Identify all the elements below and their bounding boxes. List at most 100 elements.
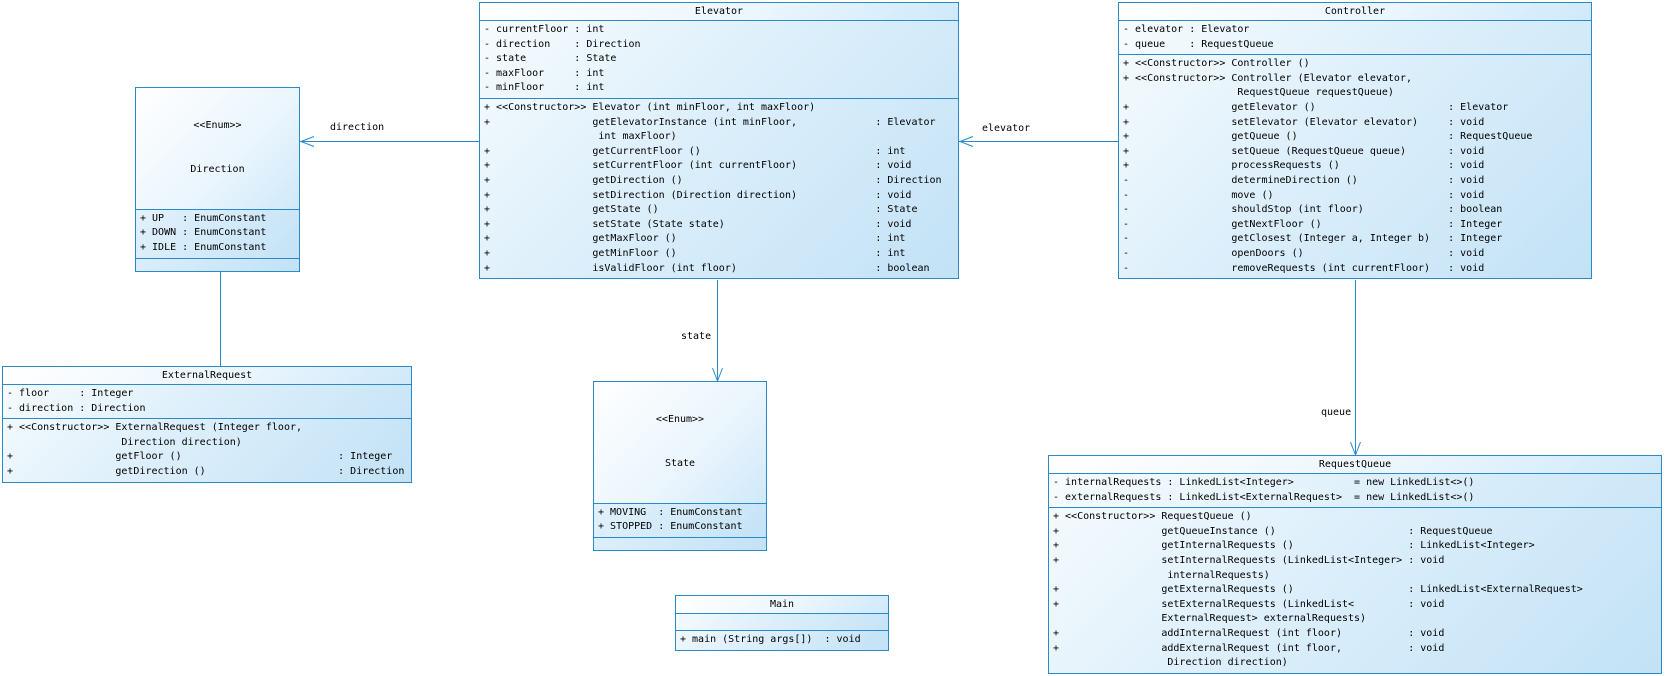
methods-section-empty <box>136 257 299 271</box>
attribute-line: - direction : Direction <box>7 402 146 414</box>
class-title: Elevator <box>480 3 958 21</box>
method-line: + getQueueInstance () : RequestQueue <box>1053 525 1493 537</box>
method-line: ExternalRequest> externalRequests) <box>1053 613 1367 625</box>
attribute-line: - direction : Direction <box>484 38 641 50</box>
method-line: + getMinFloor () : int <box>484 247 906 259</box>
method-line: + getElevator () : Elevator <box>1123 101 1509 113</box>
enum-box-direction[interactable]: <<Enum>> Direction + UP : EnumConstant+ … <box>135 87 300 272</box>
method-line: + <<Constructor>> Elevator (int minFloor… <box>484 101 816 113</box>
method-line: + <<Constructor>> Controller () <box>1123 58 1310 70</box>
attribute-line: - floor : Integer <box>7 388 134 399</box>
attribute-line: + UP : EnumConstant <box>140 212 267 224</box>
class-box-request-queue[interactable]: RequestQueue - internalRequests : Linked… <box>1048 455 1662 674</box>
assoc-label-state: state <box>681 331 712 342</box>
attribute-line: - currentFloor : int <box>484 24 605 35</box>
method-line: int maxFloor) <box>484 131 677 143</box>
class-title: <<Enum>> State <box>594 382 766 504</box>
class-box-controller[interactable]: Controller - elevator : Elevator - queue … <box>1118 2 1592 280</box>
attribute-line: + MOVING : EnumConstant <box>598 506 743 518</box>
method-line: - shouldStop (int floor) : boolean <box>1123 204 1503 216</box>
class-stereotype: <<Enum>> <box>193 120 242 132</box>
assoc-label-elevator: elevator <box>982 123 1031 134</box>
method-line: + getElevatorInstance (int minFloor, : E… <box>484 116 936 128</box>
class-title: <<Enum>> Direction <box>136 88 299 210</box>
methods-section: + <<Constructor>> Elevator (int minFloor… <box>480 97 958 278</box>
attribute-line: + DOWN : EnumConstant <box>140 227 267 239</box>
open-arrowhead-icon <box>299 136 315 147</box>
attribute-line: - externalRequests : LinkedList<External… <box>1053 491 1475 503</box>
enum-box-state[interactable]: <<Enum>> State + MOVING : EnumConstant+ … <box>593 381 767 551</box>
methods-section: + <<Constructor>> RequestQueue () + getQu… <box>1049 507 1661 673</box>
attribute-line: - internalRequests : LinkedList<Integer>… <box>1053 477 1475 488</box>
assoc-label-queue: queue <box>1321 407 1352 418</box>
class-title-text: Direction <box>190 163 245 175</box>
attributes-section: + UP : EnumConstant + DOWN : EnumConstant… <box>136 210 299 258</box>
method-line: + getQueue () : RequestQueue <box>1123 131 1533 143</box>
assoc-label-direction: direction <box>330 122 385 133</box>
class-box-external-request[interactable]: ExternalRequest - floor : Integer - direc… <box>2 366 412 483</box>
method-line: + setExternalRequests (LinkedList< : voi… <box>1053 598 1445 610</box>
class-stereotype: <<Enum>> <box>655 414 705 426</box>
attribute-line: + IDLE : EnumConstant <box>140 241 267 253</box>
method-line: + getFloor () : Integer <box>7 451 393 463</box>
method-line: + <<Constructor>> RequestQueue () <box>1053 511 1252 523</box>
class-title: ExternalRequest <box>3 367 411 385</box>
class-title-text: State <box>664 457 696 469</box>
method-line: + setDirection (Direction direction) : v… <box>484 189 912 201</box>
method-line: + <<Constructor>> ExternalRequest (Integ… <box>7 422 303 434</box>
attribute-line: - elevator : Elevator <box>1123 24 1250 35</box>
method-line: internalRequests) <box>1053 569 1270 581</box>
class-title: RequestQueue <box>1049 456 1661 474</box>
method-line: + addInternalRequest (int floor) : void <box>1053 627 1445 639</box>
attribute-line: + STOPPED : EnumConstant <box>598 521 743 533</box>
method-line: + processRequests () : void <box>1123 160 1485 172</box>
attributes-section: - elevator : Elevator - queue : RequestQu… <box>1119 21 1591 54</box>
open-arrowhead-icon <box>958 136 974 147</box>
method-line: + getDirection () : Direction <box>7 465 405 477</box>
method-line: - move () : void <box>1123 189 1485 201</box>
method-line: - removeRequests (int currentFloor) : vo… <box>1123 262 1485 274</box>
method-line: + getMaxFloor () : int <box>484 233 906 245</box>
methods-section: + <<Constructor>> Controller () + <<Const… <box>1119 54 1591 278</box>
attribute-line: - queue : RequestQueue <box>1123 38 1274 50</box>
attributes-section: + MOVING : EnumConstant + STOPPED : EnumC… <box>594 504 766 537</box>
method-line: + getCurrentFloor () : int <box>484 145 906 157</box>
attributes-section: - internalRequests : LinkedList<Integer>… <box>1049 474 1661 507</box>
class-box-main[interactable]: Main + main (String args[]) : void <box>675 595 889 651</box>
method-line: - getNextFloor () : Integer <box>1123 218 1503 230</box>
method-line: + getExternalRequests () : LinkedList<Ex… <box>1053 584 1583 596</box>
class-box-elevator[interactable]: Elevator - currentFloor : int - direction… <box>479 2 959 280</box>
attributes-section: - currentFloor : int - direction : Direct… <box>480 21 958 98</box>
method-line: - openDoors () : void <box>1123 247 1485 259</box>
attribute-line: - minFloor : int <box>484 82 605 94</box>
class-title: Controller <box>1119 3 1591 21</box>
attribute-line: - state : State <box>484 53 617 65</box>
method-line: + setInternalRequests (LinkedList<Intege… <box>1053 554 1445 566</box>
method-line: Direction direction) <box>7 436 242 448</box>
assoc-elevator-state[interactable] <box>712 280 723 383</box>
method-line: + getDirection () : Direction <box>484 174 942 186</box>
method-line: + setState (State state) : void <box>484 218 912 230</box>
method-line: - determineDirection () : void <box>1123 174 1485 186</box>
method-line: + setElevator (Elevator elevator) : void <box>1123 116 1485 128</box>
method-line: + <<Constructor>> Controller (Elevator e… <box>1123 72 1412 84</box>
method-line: + setQueue (RequestQueue queue) : void <box>1123 145 1485 157</box>
method-line: + setCurrentFloor (int currentFloor) : v… <box>484 160 912 172</box>
method-line: + addExternalRequest (int floor, : void <box>1053 642 1445 654</box>
method-line: RequestQueue requestQueue) <box>1123 87 1394 99</box>
methods-section: + <<Constructor>> ExternalRequest (Integ… <box>3 418 411 481</box>
class-title: Main <box>676 596 888 614</box>
method-line: Direction direction) <box>1053 657 1288 669</box>
attribute-line: - maxFloor : int <box>484 67 605 79</box>
assoc-controller-elevator[interactable] <box>958 136 1118 147</box>
method-line: + main (String args[]) : void <box>680 634 861 645</box>
method-line: + isValidFloor (int floor) : boolean <box>484 262 930 274</box>
method-line: + getState () : State <box>484 204 918 216</box>
methods-section: + main (String args[]) : void <box>676 630 888 650</box>
assoc-controller-requestqueue[interactable] <box>1350 280 1361 457</box>
method-line: + getInternalRequests () : LinkedList<In… <box>1053 540 1535 552</box>
attributes-section-empty <box>676 614 888 630</box>
attributes-section: - floor : Integer - direction : Direction <box>3 385 411 418</box>
assoc-elevator-direction[interactable] <box>299 136 479 147</box>
